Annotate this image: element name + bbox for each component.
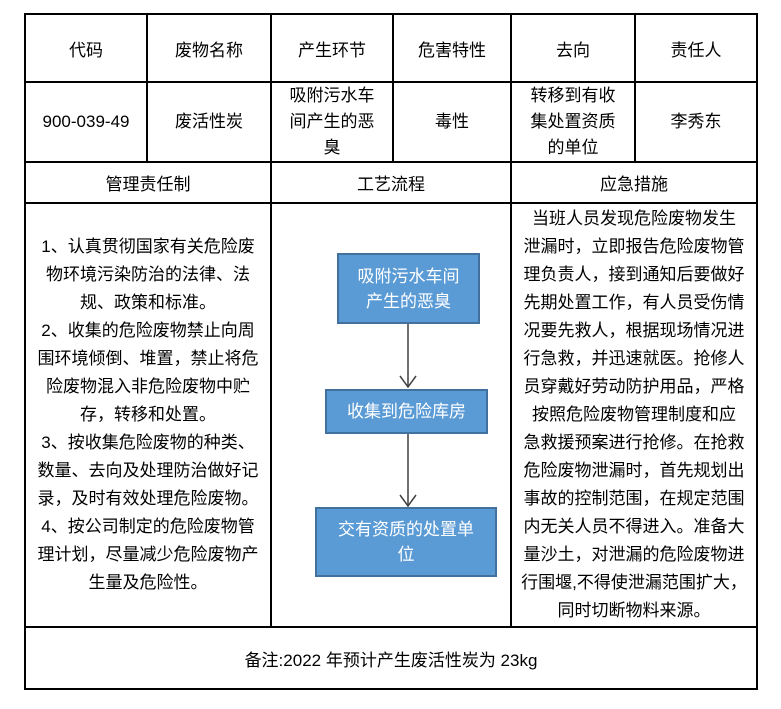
arrow-down-icon (399, 434, 417, 508)
cell-destination: 转移到有收 集处置资质 的单位 (510, 81, 636, 163)
header-cell-code: 代码 (24, 13, 148, 83)
arrow-down-icon (399, 324, 417, 389)
header-cell-hazard-property: 危害特性 (392, 13, 512, 83)
cell-hazard-property: 毒性 (392, 81, 512, 163)
section-header-process: 工艺流程 (270, 161, 512, 204)
hazardous-waste-table: 代码 废物名称 产生环节 危害特性 去向 责任人 900-039-49 废活性炭… (24, 13, 758, 690)
header-cell-responsible-person: 责任人 (634, 13, 758, 83)
flow-step-disposal-box: 交有资质的处置单 位 (315, 507, 497, 577)
section-body-row: 1、认真贯彻国家有关危险废 物环境污染防治的法律、法 规、政策和标准。 2、收集… (24, 202, 758, 628)
cell-generation-stage: 吸附污水车 间产生的恶 臭 (270, 81, 394, 163)
cell-waste-code: 900-039-49 (24, 81, 148, 163)
footer-row: 备注:2022 年预计产生废活性炭为 23kg (24, 626, 758, 690)
header-cell-waste-name: 废物名称 (146, 13, 272, 83)
flow-step-source-box: 吸附污水车间 产生的恶臭 (337, 253, 480, 324)
management-responsibility-cell: 1、认真贯彻国家有关危险废 物环境污染防治的法律、法 规、政策和标准。 2、收集… (24, 202, 272, 628)
section-header-emergency: 应急措施 (510, 161, 758, 204)
flowchart-canvas: 吸附污水车间 产生的恶臭 收集到危险库房 交有资质的处置单 位 (273, 205, 509, 625)
emergency-measures-text: 当班人员发现危险废物发生 泄漏时，立即报告危险废物管 理负责人，接到通知后要做好… (521, 209, 747, 620)
header-cell-destination: 去向 (510, 13, 636, 83)
section-header-management: 管理责任制 (24, 161, 272, 204)
table-header-row: 代码 废物名称 产生环节 危害特性 去向 责任人 (24, 13, 758, 83)
cell-responsible-person: 李秀东 (634, 81, 758, 163)
footer-note: 备注:2022 年预计产生废活性炭为 23kg (24, 626, 758, 690)
process-flow-diagram: 吸附污水车间 产生的恶臭 收集到危险库房 交有资质的处置单 位 (270, 202, 512, 628)
emergency-measures-cell: 当班人员发现危险废物发生 泄漏时，立即报告危险废物管 理负责人，接到通知后要做好… (510, 202, 758, 628)
section-header-row: 管理责任制 工艺流程 应急措施 (24, 161, 758, 204)
cell-waste-name: 废活性炭 (146, 81, 272, 163)
flow-step-storage-box: 收集到危险库房 (325, 389, 488, 434)
flow-arrows-layer (399, 324, 417, 508)
management-responsibility-text: 1、认真贯彻国家有关危险废 物环境污染防治的法律、法 规、政策和标准。 2、收集… (37, 237, 259, 592)
header-cell-generation-stage: 产生环节 (270, 13, 394, 83)
table-data-row: 900-039-49 废活性炭 吸附污水车 间产生的恶 臭 毒性 转移到有收 集… (24, 81, 758, 163)
